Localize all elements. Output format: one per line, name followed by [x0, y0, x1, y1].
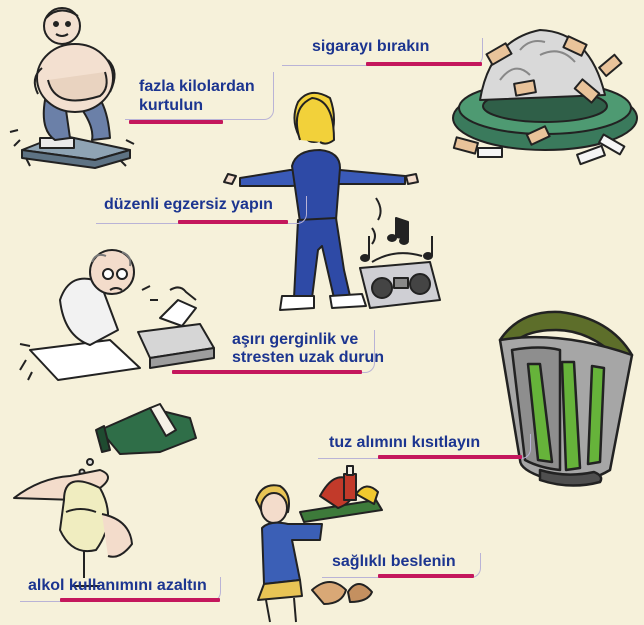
- tip-avoid-stress-line-2: stresten uzak durun: [232, 349, 385, 366]
- tip-quit-smoking-underline: [366, 62, 482, 66]
- tip-lose-weight-line-1: fazla kilolardan: [139, 78, 255, 95]
- cigarette-ashtray: [452, 29, 638, 166]
- tip-lose-weight-line-2: kurtulun: [139, 97, 203, 114]
- tip-eat-healthy-underline: [378, 574, 474, 578]
- tip-eat-healthy-label: sağlıklı beslenin: [332, 553, 456, 570]
- woman-carrying-food-tray: [255, 465, 383, 623]
- tip-avoid-stress-underline: [172, 370, 362, 374]
- salt-shaker: [498, 310, 634, 487]
- tip-regular-exercise-label: düzenli egzersiz yapın: [104, 196, 273, 213]
- tip-limit-salt-label: tuz alımını kısıtlayın: [329, 434, 481, 451]
- tip-reduce-alcohol-underline: [60, 598, 220, 602]
- alcohol-bottle-glass: [13, 403, 197, 587]
- tip-reduce-alcohol-label: alkol kullanımını azaltın: [28, 577, 207, 594]
- tip-regular-exercise-underline: [178, 220, 288, 224]
- radio-music: [359, 197, 441, 309]
- tip-limit-salt-underline: [378, 455, 522, 459]
- tip-lose-weight-tag-line: [125, 72, 274, 120]
- tip-avoid-stress-line-1: aşırı gerginlik ve: [232, 331, 359, 348]
- tip-lose-weight-underline: [129, 120, 223, 124]
- stressed-worker: [19, 249, 215, 381]
- overweight-person-on-scale: [9, 7, 135, 169]
- tip-quit-smoking-label: sigarayı bırakın: [312, 38, 430, 55]
